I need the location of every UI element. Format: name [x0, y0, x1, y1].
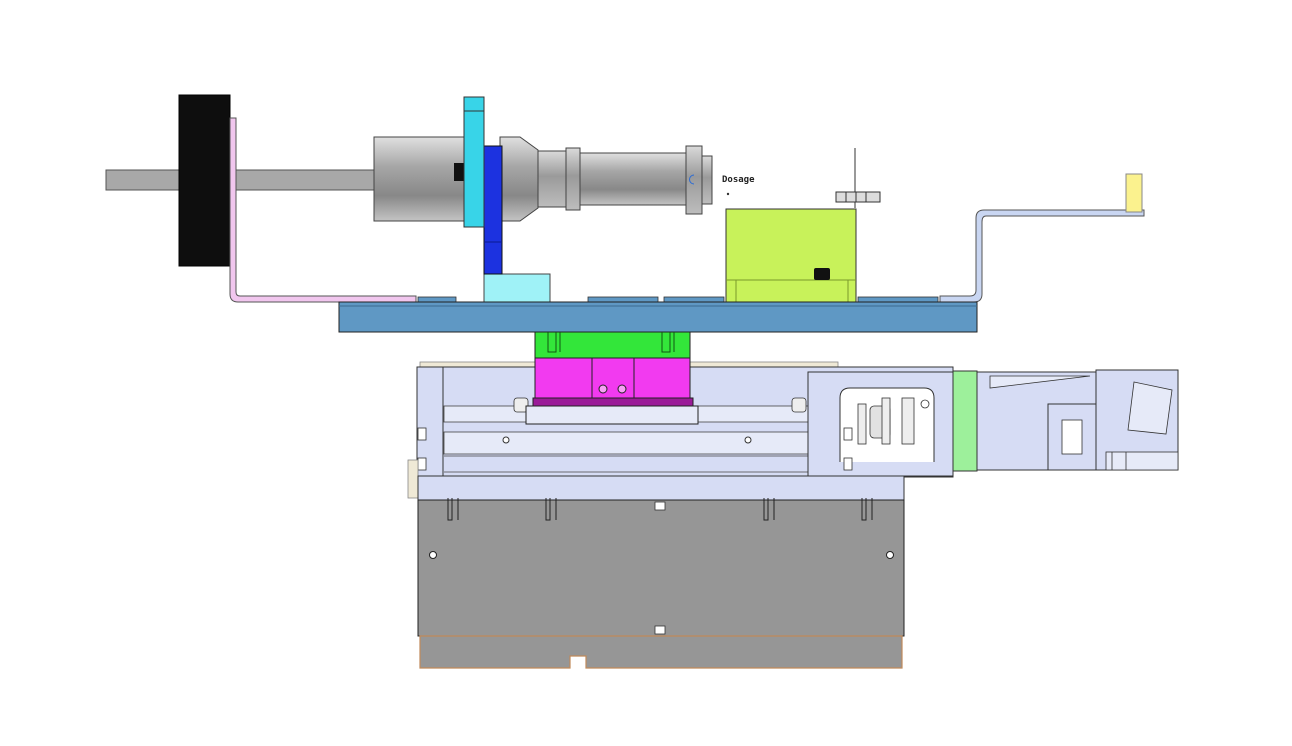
flywheel [178, 94, 231, 267]
rail-hole [744, 436, 752, 444]
spindle-nose [701, 155, 713, 205]
housing-clips [447, 498, 873, 521]
light-green-coupler [952, 370, 978, 472]
spindle-ring [565, 147, 581, 211]
spindle-taper [499, 136, 539, 222]
clamp-bolt [617, 384, 627, 394]
slider-foot [525, 405, 699, 425]
housing-notch [654, 625, 666, 635]
rail-hole [502, 436, 510, 444]
spindle-screw [454, 163, 464, 181]
housing-notch [654, 501, 666, 511]
housing-top-band [417, 475, 905, 501]
mount-plate [463, 96, 485, 228]
base-plate [338, 301, 978, 333]
housing-hole [886, 551, 894, 559]
housing-hole [429, 551, 437, 559]
control-box-port [814, 268, 830, 280]
slider-base [532, 397, 694, 407]
support-bracket [229, 117, 417, 303]
control-box [725, 208, 857, 303]
magenta-clamp [591, 357, 635, 403]
mount-plate-tab [463, 96, 485, 112]
sensor-connector [835, 191, 881, 203]
clamp-bolt [598, 384, 608, 394]
drive-shaft [105, 169, 377, 191]
mount-base [483, 273, 551, 303]
small-side-tab [407, 459, 419, 499]
spindle-mark [689, 174, 695, 185]
mount-block [483, 145, 503, 275]
housing-body [417, 499, 905, 637]
motor-label-plate [1127, 381, 1173, 435]
yellow-tab [1125, 173, 1143, 213]
label-dot [726, 192, 730, 196]
spindle-barrel [579, 152, 689, 206]
spindle-housing [373, 136, 467, 222]
green-carriage [534, 331, 691, 360]
arm-bracket [939, 209, 1145, 303]
spindle-collar [685, 145, 703, 215]
housing-bottom [419, 635, 903, 669]
spindle-neck [537, 150, 569, 208]
component-label: Dosage [722, 175, 755, 185]
